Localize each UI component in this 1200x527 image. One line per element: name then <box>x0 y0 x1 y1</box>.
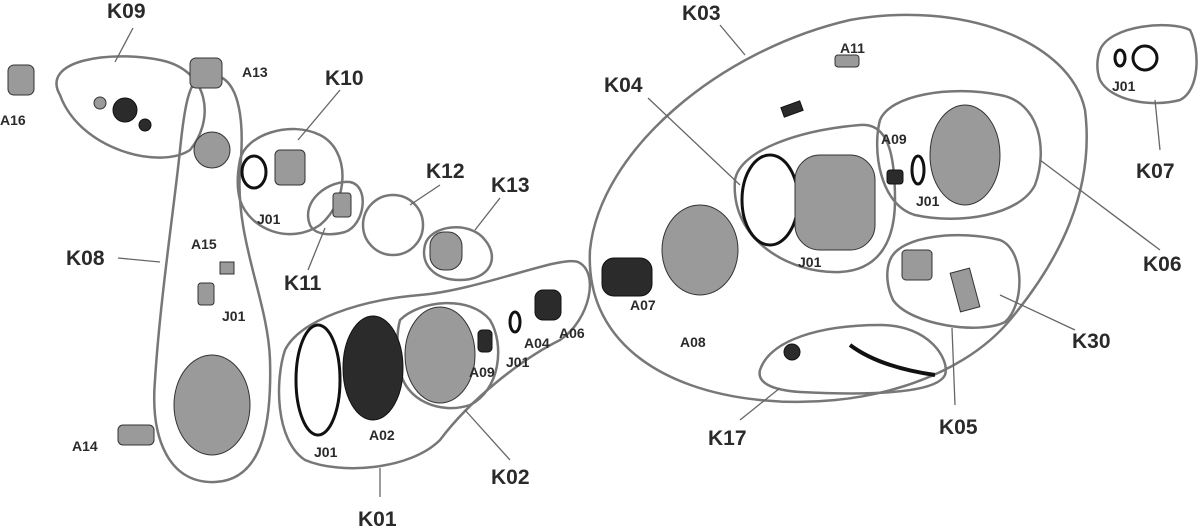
part-a08-stator <box>661 204 739 296</box>
part-pump-housing <box>173 354 251 456</box>
part-a06-seal <box>534 289 562 321</box>
label-k11: K11 <box>284 272 322 295</box>
part-a16-cover <box>7 64 35 96</box>
label-k08: K08 <box>66 247 105 270</box>
label-a07: A07 <box>630 297 656 313</box>
outline-k17 <box>758 323 947 395</box>
outline-k06 <box>875 89 1042 220</box>
part-a15-plug <box>219 261 235 275</box>
label-k12: K12 <box>426 160 465 183</box>
part-a02-impeller <box>342 315 404 421</box>
leader-lines <box>114 24 1161 497</box>
label-k10: K10 <box>325 67 364 90</box>
label-a09-k06: A09 <box>881 131 907 147</box>
part-motor-casing <box>794 154 876 251</box>
part-a11 <box>834 54 860 68</box>
label-k03: K03 <box>682 2 721 25</box>
part-a07-rotor <box>601 257 653 297</box>
label-a16: A16 <box>0 112 26 128</box>
part-k13-capacitor <box>429 231 463 271</box>
label-j01-k04: J01 <box>798 254 822 270</box>
label-a09-k01: A09 <box>469 364 495 380</box>
parts <box>7 44 1159 456</box>
label-k07: K07 <box>1136 160 1175 183</box>
part-k06-fan <box>929 104 1001 206</box>
outline-k05 <box>886 233 1021 329</box>
outline-k07 <box>1096 24 1198 105</box>
label-k02: K02 <box>491 466 530 489</box>
part-k05-box <box>901 249 933 281</box>
label-a08: A08 <box>680 334 706 350</box>
outline-k13 <box>422 226 494 282</box>
outline-k01 <box>277 259 592 470</box>
label-a06: A06 <box>559 325 585 341</box>
label-k06: K06 <box>1143 253 1182 276</box>
label-a11: A11 <box>840 40 865 56</box>
label-a02: A02 <box>369 427 395 443</box>
label-j01-k01b: J01 <box>506 354 530 370</box>
part-a14-valve <box>117 424 155 446</box>
part-k02-diffuser <box>404 306 476 404</box>
group-outlines <box>55 13 1198 484</box>
label-k04: K04 <box>604 74 643 97</box>
outline-k04 <box>733 123 897 274</box>
label-j01-k06: J01 <box>916 193 940 209</box>
label-a13: A13 <box>242 64 268 80</box>
label-k13: K13 <box>491 174 530 197</box>
part-a13-valve <box>189 57 223 89</box>
label-k30: K30 <box>1072 330 1111 353</box>
label-k17: K17 <box>708 427 747 450</box>
label-a14: A14 <box>72 438 98 454</box>
label-j01-k07: J01 <box>1112 78 1136 94</box>
outline-k03 <box>588 13 1088 404</box>
outline-k09 <box>55 55 206 159</box>
outline-k11 <box>306 180 364 236</box>
outline-k10 <box>236 127 344 236</box>
outline-k12 <box>361 193 425 257</box>
label-j01-k10: J01 <box>257 211 281 227</box>
label-k01: K01 <box>358 508 397 527</box>
outline-k08 <box>153 73 272 484</box>
label-a15: A15 <box>191 236 217 252</box>
part-j01-oring <box>294 323 342 437</box>
label-j01-k01: J01 <box>314 444 338 460</box>
label-k09: K09 <box>107 0 146 23</box>
part-k08-tee <box>193 131 231 169</box>
label-j01-k08: J01 <box>222 308 246 324</box>
label-k05: K05 <box>939 416 978 439</box>
label-a04: A04 <box>524 335 550 351</box>
